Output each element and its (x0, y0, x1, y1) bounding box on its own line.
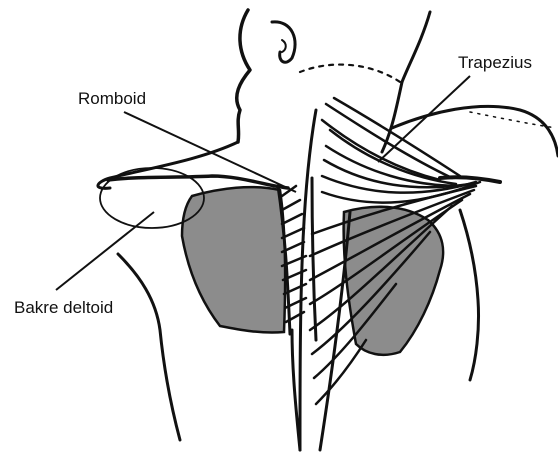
label-bakre-deltoid: Bakre deltoid (14, 298, 113, 317)
romboid-leader-line (124, 112, 296, 192)
head-outline (237, 10, 430, 142)
label-romboid: Romboid (78, 89, 146, 108)
trapezius-leader-line (378, 76, 470, 162)
left-deltoid-region (182, 187, 285, 332)
label-trapezius: Trapezius (458, 53, 532, 72)
